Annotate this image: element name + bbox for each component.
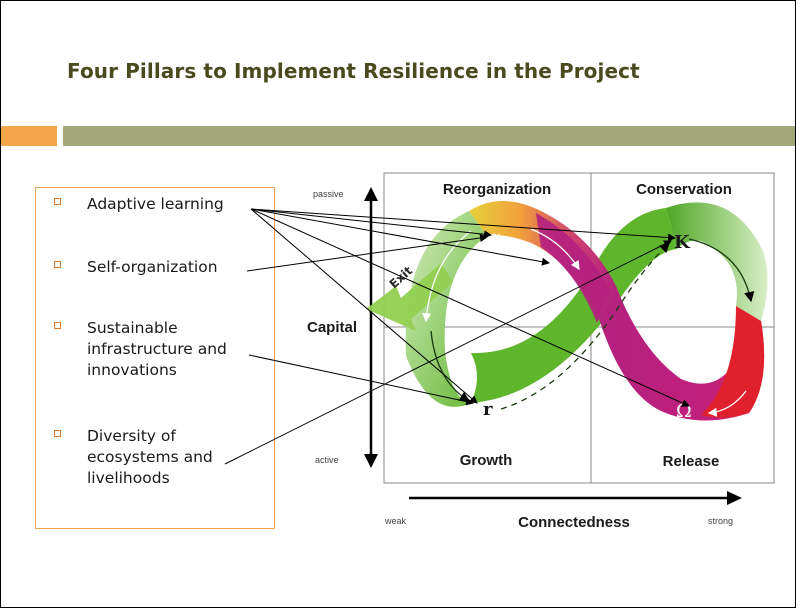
square-bullet-icon — [54, 261, 61, 268]
slide-title: Four Pillars to Implement Resilience in … — [67, 59, 640, 83]
pillar-line: livelihoods — [87, 469, 170, 487]
square-bullet-icon — [54, 430, 61, 437]
release-red-band — [701, 306, 765, 418]
y-axis — [364, 187, 378, 468]
label-growth: Growth — [460, 452, 513, 469]
y-axis-bottom-label: active — [315, 455, 339, 465]
alpha-symbol: α — [487, 225, 501, 249]
pillar-line: infrastructure and — [87, 340, 227, 358]
y-axis-label: Capital — [307, 319, 357, 336]
r-symbol: r — [483, 399, 493, 420]
y-axis-top-label: passive — [313, 189, 344, 199]
flow-arrows — [422, 228, 755, 417]
title-divider-bar — [63, 126, 795, 146]
square-bullet-icon — [54, 322, 61, 329]
pillar-line: Adaptive learning — [87, 195, 224, 213]
pillar-line: innovations — [87, 361, 177, 379]
x-axis — [409, 491, 742, 505]
growth-band — [471, 208, 677, 403]
reorganization-band — [469, 201, 616, 319]
conservation-band — [666, 202, 768, 321]
left-lobe-band — [405, 211, 487, 407]
pillar-line: Self-organization — [87, 258, 218, 276]
pillar-line: Diversity of — [87, 427, 176, 445]
k-symbol: K — [674, 232, 691, 253]
pillar-connectors — [224, 208, 690, 465]
x-axis-left-label: weak — [384, 516, 407, 526]
pillar-line: Sustainable — [87, 319, 178, 337]
label-release: Release — [663, 453, 720, 470]
title-accent-bar — [1, 126, 57, 146]
label-reorganization: Reorganization — [443, 181, 551, 198]
x-axis-right-label: strong — [708, 516, 733, 526]
pillars-box: Adaptive learning Self-organization Sust… — [35, 187, 275, 529]
label-conservation: Conservation — [636, 181, 732, 198]
x-axis-label: Connectedness — [518, 514, 630, 531]
pillar-line: ecosystems and — [87, 448, 213, 466]
square-bullet-icon — [54, 198, 61, 205]
